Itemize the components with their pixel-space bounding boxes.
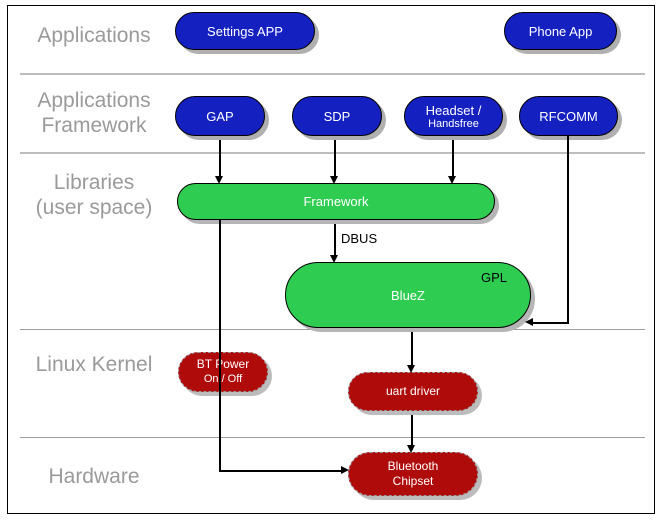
node-label: GAP (206, 108, 234, 124)
node-sublabel: Handsfree (428, 117, 479, 130)
node-framework[interactable]: Framework (177, 183, 499, 224)
node-label: BT Power (196, 357, 250, 371)
connector-bluez-to-uart (411, 328, 413, 368)
node-label: Bluetooth (387, 459, 439, 473)
node-bt-power[interactable]: BT Power On / Off (178, 352, 272, 396)
layer-label-applications: Applications (37, 24, 151, 47)
node-label: Headset / (425, 102, 482, 118)
node-label: RFCOMM (539, 108, 598, 124)
connector-headset-to-framework (452, 136, 454, 178)
node-label: SDP (323, 108, 351, 124)
node-body (348, 452, 478, 496)
layer-label-linux-kernel: Linux Kernel (35, 353, 153, 376)
node-body (178, 352, 268, 392)
arrowhead-framework-to-chipset (341, 466, 349, 474)
node-body (292, 96, 382, 136)
node-label: BlueZ (391, 287, 425, 303)
node-label: Phone App (528, 23, 593, 39)
arrowhead-gap-to-framework (215, 176, 223, 184)
label-dbus: DBUS (341, 231, 378, 246)
node-bluetooth-chipset[interactable]: Bluetooth Chipset (348, 452, 482, 500)
node-sublabel: Chipset (392, 474, 434, 488)
node-body (519, 96, 618, 136)
connector-uart-to-chipset (411, 410, 413, 450)
connector-rfcomm-horizontal (533, 322, 568, 324)
connector-gap-to-framework (219, 136, 221, 178)
arrowhead-rfcomm-to-bluez (525, 318, 533, 326)
label-gpl: GPL (481, 270, 508, 285)
node-body (504, 12, 617, 50)
layer-label-applications-framework: Applications Framework (37, 89, 151, 137)
diagram-border (7, 5, 655, 514)
node-body (285, 262, 531, 328)
node-label: Framework (303, 194, 369, 209)
node-uart-driver[interactable]: uart driver (348, 372, 482, 415)
node-rfcomm[interactable]: RFCOMM (519, 96, 622, 140)
arrowhead-bluez-to-uart (407, 365, 415, 373)
connector-framework-to-bluez (334, 220, 336, 258)
node-label: uart driver (385, 384, 441, 398)
separator-kernel (20, 437, 645, 438)
node-label: Settings APP (207, 23, 283, 39)
arrowhead-sdp-to-framework (330, 176, 338, 184)
node-body (404, 96, 503, 136)
node-sdp[interactable]: SDP (292, 96, 386, 140)
separator-applications (20, 73, 645, 75)
node-body (348, 372, 478, 411)
node-bluez[interactable]: BlueZ (285, 262, 535, 332)
layer-label-libraries: Libraries (user space) (35, 171, 153, 219)
separator-framework (20, 152, 645, 154)
connector-framework-to-chipset-vertical (219, 220, 221, 471)
node-body (175, 12, 315, 50)
arrowhead-framework-to-bluez (330, 255, 338, 263)
arrowhead-uart-to-chipset (407, 445, 415, 453)
node-headset-handsfree[interactable]: Headset / Handsfree (404, 96, 507, 140)
connector-sdp-to-framework (334, 136, 336, 178)
node-phone-app[interactable]: Phone App (504, 12, 621, 54)
node-gap[interactable]: GAP (175, 96, 269, 140)
layer-label-hardware: Hardware (48, 465, 140, 488)
node-settings-app[interactable]: Settings APP (175, 12, 319, 54)
connector-framework-to-chipset-horizontal (219, 470, 344, 472)
node-body (175, 96, 265, 136)
arrowhead-headset-to-framework (448, 176, 456, 184)
connector-rfcomm-vertical (567, 136, 569, 324)
node-sublabel: On / Off (203, 373, 243, 385)
